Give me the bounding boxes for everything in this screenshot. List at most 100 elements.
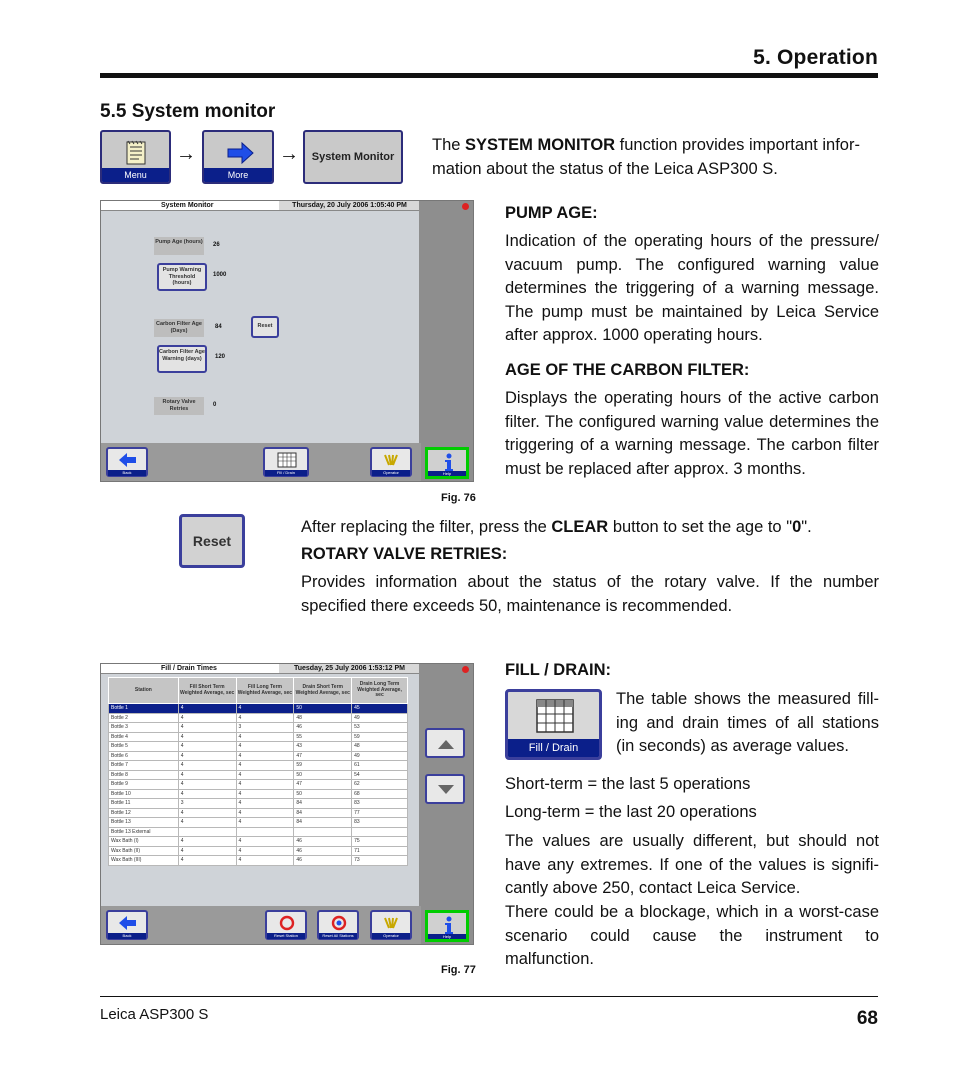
carbon-filter-warning-value: 120 <box>215 354 226 360</box>
arrow-1: → <box>176 143 196 165</box>
table-cell: 4 <box>235 798 295 809</box>
operator-button[interactable]: Operator <box>370 910 412 940</box>
table-cell: 49 <box>351 712 408 723</box>
table-cell: 48 <box>293 712 353 723</box>
alarm-icon <box>462 666 469 673</box>
table-cell: 4 <box>177 779 237 790</box>
rotary-valve-label: Rotary Valve Retries <box>154 397 204 415</box>
carbon-filter-age-label: Carbon Filter Age (Days) <box>154 319 204 337</box>
table-cell: Bottle 13 <box>108 817 179 828</box>
operator-button[interactable]: Operator <box>370 447 412 477</box>
arrow-left-icon <box>119 916 136 930</box>
carbon-filter-warning[interactable]: Carbon Filter Age Warning (days) <box>157 345 207 373</box>
section-title: 5.5 System monitor <box>100 101 276 122</box>
table-cell: 50 <box>293 788 353 799</box>
page-number: 68 <box>856 1008 878 1029</box>
pump-age-text: Indication of the operating hours of the… <box>505 232 879 344</box>
long-term-text: Long-term = the last 20 operations <box>505 803 757 821</box>
table-cell: 4 <box>235 750 295 761</box>
figure-77-caption: Fig. 77 <box>441 964 476 976</box>
back-button[interactable]: Back <box>106 447 148 477</box>
table-cell: 4 <box>235 731 295 742</box>
reset-button[interactable]: Reset <box>179 514 245 568</box>
screen2-title-bar: Fill / Drain Times Tuesday, 25 July 2006… <box>101 664 421 674</box>
system-monitor-button[interactable]: System Monitor <box>303 130 403 184</box>
table-icon <box>536 699 574 733</box>
rotary-valve-heading: ROTARY VALVE RETRIES: <box>301 545 508 563</box>
menu-label: Menu <box>102 168 169 182</box>
fill-drain-icon-button[interactable]: Fill / Drain <box>505 689 602 760</box>
table-header-1: Fill Short Term Weighted Average, sec <box>177 677 237 704</box>
menu-button[interactable]: Menu <box>100 130 171 184</box>
screen-title-bar: System Monitor Thursday, 20 July 2006 1:… <box>101 201 421 211</box>
back-button[interactable]: Back <box>106 910 148 940</box>
values-text: The values are usually different, but sh… <box>505 832 879 897</box>
reset-station-button[interactable]: Reset Station <box>265 910 307 940</box>
table-cell <box>235 826 295 837</box>
table-cell: 77 <box>351 807 408 818</box>
table-cell: 54 <box>351 769 408 780</box>
more-label: More <box>204 168 272 182</box>
table-cell: 84 <box>293 817 353 828</box>
table-cell: 4 <box>235 769 295 780</box>
table-cell: Bottle 13 External <box>108 826 179 837</box>
replace-filter-text: After replacing the filter, press the CL… <box>301 518 812 536</box>
table-cell: 4 <box>177 788 237 799</box>
table-cell: Bottle 9 <box>108 779 179 790</box>
table-cell: Bottle 5 <box>108 741 179 752</box>
table-cell: 43 <box>293 741 353 752</box>
scroll-down-button[interactable] <box>425 774 465 804</box>
table-cell <box>177 826 237 837</box>
pump-warning-threshold[interactable]: Pump Warning Threshold (hours) <box>157 263 207 291</box>
blockage-text: There could be a blockage, which in a wo… <box>505 903 879 968</box>
operator-icon <box>384 917 398 929</box>
table-cell: 4 <box>235 855 295 866</box>
table-row[interactable]: Bottle 13 External <box>108 826 408 837</box>
reset-all-stations-button[interactable]: Reset All Stations <box>317 910 359 940</box>
screen2-bottom-bar <box>101 906 421 944</box>
table-cell: 59 <box>293 760 353 771</box>
table-cell: 4 <box>235 788 295 799</box>
table-cell: 47 <box>293 750 353 761</box>
pump-age-label: Pump Age (hours) <box>154 237 204 255</box>
table-cell: 4 <box>177 703 237 714</box>
fill-drain-heading: FILL / DRAIN: <box>505 661 612 679</box>
table-cell: 55 <box>293 731 353 742</box>
screen2-sidebar <box>419 664 473 944</box>
table-cell: Wax Bath (III) <box>108 855 179 866</box>
screen-reset-button[interactable]: Reset <box>251 316 279 338</box>
more-button[interactable]: More <box>202 130 274 184</box>
rotary-valve-value: 0 <box>213 402 217 408</box>
rotary-valve-text: Provides information about the status of… <box>301 573 879 615</box>
fill-drain-button[interactable]: Fill / Drain <box>263 447 309 477</box>
scroll-up-button[interactable] <box>425 728 465 758</box>
table-cell: Bottle 7 <box>108 760 179 771</box>
table-cell: Wax Bath (II) <box>108 845 179 856</box>
grid-icon <box>277 452 297 468</box>
table-cell: 49 <box>351 750 408 761</box>
notepad-icon <box>126 140 146 165</box>
help-button[interactable]: Help <box>425 910 469 942</box>
table-cell: 4 <box>177 769 237 780</box>
table-cell: 61 <box>351 760 408 771</box>
table-cell: 53 <box>351 722 408 733</box>
table-cell: 4 <box>177 750 237 761</box>
info-icon <box>445 453 453 471</box>
help-button[interactable]: Help <box>425 447 469 479</box>
